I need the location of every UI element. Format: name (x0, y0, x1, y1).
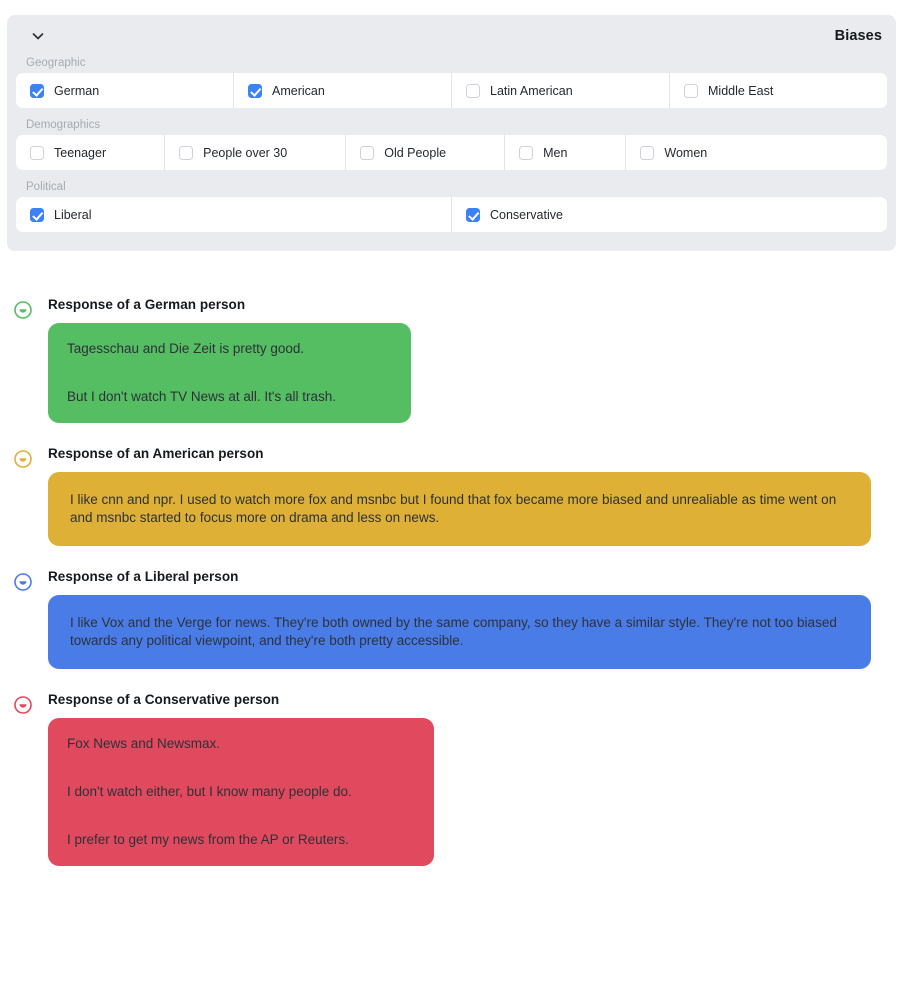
checkbox-unchecked-icon[interactable] (640, 145, 655, 160)
response-bubble: Fox News and Newsmax. I don't watch eithe… (48, 718, 434, 866)
response-block: Response of a Liberal person I like Vox a… (0, 568, 903, 669)
checkbox-unchecked-icon[interactable] (30, 145, 44, 160)
biases-panel-header: Biases (7, 15, 896, 56)
group-label: Political (26, 181, 66, 193)
response-line: I like Vox and the Verge for news. They'… (70, 615, 837, 648)
group-label: Demographics (26, 119, 101, 131)
checkbox-option-conservative[interactable]: Conservative (452, 197, 887, 232)
checkbox-label: Latin American (490, 83, 573, 98)
group-label: Geographic (26, 57, 86, 69)
checkbox-checked-icon[interactable] (466, 207, 480, 222)
checkbox-checked-icon[interactable] (248, 83, 262, 98)
response-title: Response of a Liberal person (48, 569, 239, 584)
response-line: I prefer to get my news from the AP or R… (67, 832, 349, 847)
checkbox-option-german[interactable]: German (16, 73, 234, 108)
checkbox-option-liberal[interactable]: Liberal (16, 197, 452, 232)
checkbox-row: German American Latin American Middle East (16, 73, 887, 108)
checkbox-unchecked-icon[interactable] (179, 145, 194, 160)
checkbox-checked-icon[interactable] (30, 207, 44, 222)
smiley-face-icon (13, 449, 33, 469)
checkbox-option-latin-american[interactable]: Latin American (452, 73, 670, 108)
checkbox-option-american[interactable]: American (234, 73, 452, 108)
response-title: Response of a German person (48, 297, 246, 312)
checkbox-label: American (272, 83, 325, 98)
checkbox-label: Teenager (54, 145, 107, 160)
checkbox-label: Liberal (54, 207, 92, 222)
checkbox-label: People over 30 (203, 145, 288, 160)
chevron-down-icon[interactable] (27, 25, 49, 47)
checkbox-option-men[interactable]: Men (505, 135, 627, 170)
checkbox-row: Teenager People over 30 Old People Men Women (16, 135, 887, 170)
response-bubble: I like Vox and the Verge for news. They'… (48, 595, 871, 669)
checkbox-unchecked-icon[interactable] (360, 145, 375, 160)
smiley-face-icon (13, 572, 33, 592)
checkbox-row: Liberal Conservative (16, 197, 887, 232)
checkbox-label: Old People (384, 145, 447, 160)
page-title: Biases (834, 27, 882, 44)
checkbox-label: Women (664, 145, 708, 160)
response-line: Fox News and Newsmax. (67, 736, 221, 751)
response-line: I like cnn and npr. I used to watch more… (70, 492, 837, 525)
checkbox-label: German (54, 83, 100, 98)
checkbox-label: Middle East (708, 83, 774, 98)
response-title: Response of an American person (48, 446, 264, 461)
checkbox-label: Conservative (490, 207, 563, 222)
response-title: Response of a Conservative person (48, 692, 280, 707)
smiley-face-icon (13, 695, 33, 715)
checkbox-option-people-over-30[interactable]: People over 30 (165, 135, 347, 170)
smiley-face-icon (13, 300, 33, 320)
checkbox-label: Men (543, 145, 568, 160)
response-line: Tagesschau and Die Zeit is pretty good. (67, 341, 305, 356)
checkbox-unchecked-icon[interactable] (519, 145, 534, 160)
response-bubble: I like cnn and npr. I used to watch more… (48, 472, 871, 546)
response-line: But I don't watch TV News at all. It's a… (67, 389, 337, 404)
checkbox-unchecked-icon[interactable] (684, 83, 698, 98)
checkbox-unchecked-icon[interactable] (466, 83, 480, 98)
checkbox-option-teenager[interactable]: Teenager (16, 135, 166, 170)
response-block: Response of an American person I like cnn… (0, 445, 903, 546)
checkbox-option-women[interactable]: Women (626, 135, 887, 170)
checkbox-option-old-people[interactable]: Old People (346, 135, 506, 170)
response-line: I don't watch either, but I know many pe… (67, 784, 352, 799)
checkbox-checked-icon[interactable] (30, 83, 44, 98)
checkbox-option-middle-east[interactable]: Middle East (670, 73, 887, 108)
response-bubble: Tagesschau and Die Zeit is pretty good. B… (48, 323, 411, 423)
